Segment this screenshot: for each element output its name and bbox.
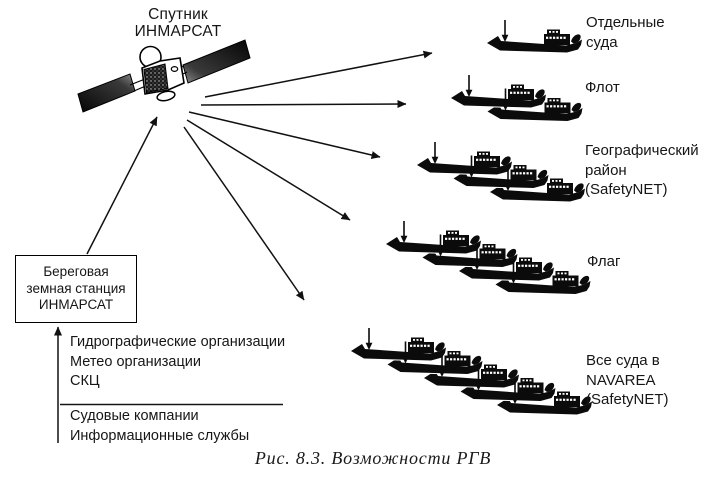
ship-icon — [350, 337, 447, 362]
coast-earth-station-box: Береговая земная станция ИНМАРСАТ — [15, 255, 137, 323]
left-solar-panel — [77, 73, 136, 113]
ship-icon — [486, 98, 584, 122]
station-box-line: Береговая — [43, 264, 109, 280]
ship-group-graphic — [350, 328, 593, 416]
info-providers-secondary: Судовые компании Информационные службы — [70, 407, 320, 446]
target-label-fleet: Флот — [585, 78, 620, 98]
message-drop-arrowhead — [473, 262, 481, 270]
ship-group-graphic — [385, 221, 592, 295]
ship-icon — [450, 84, 547, 109]
ship-icon — [496, 391, 593, 416]
info-provider-item: СКЦ — [70, 373, 100, 389]
right-solar-panel — [182, 39, 251, 84]
message-drop-arrowhead — [504, 183, 512, 191]
ship-icon — [386, 351, 484, 375]
ship-icon — [421, 244, 519, 268]
target-label-line: Флот — [585, 79, 620, 96]
message-drop-arrowhead — [365, 342, 373, 350]
message-drop-arrowhead — [400, 235, 408, 243]
ship-group-graphic — [416, 142, 586, 203]
target-label-all-ships-in-navarea: Все суда в NAVAREA (SafetyNET) — [586, 351, 669, 410]
target-label-flag: Флаг — [587, 252, 620, 272]
station-box-line: ИНМАРСАТ — [38, 297, 114, 313]
downlink-arrow-flag — [186, 119, 351, 221]
downlink-arrow-geographic-area — [188, 111, 381, 159]
message-drop-arrowhead — [468, 170, 475, 178]
ship-icon — [489, 178, 586, 203]
target-label-geographic-area: Географический район (SafetyNET) — [585, 141, 699, 200]
ship-group-individual-ships — [485, 4, 587, 57]
target-label-line: Отдельные — [586, 14, 665, 31]
ship-group-flag — [384, 205, 596, 299]
satellite-label: Спутник ИНМАРСАТ — [123, 6, 233, 40]
ship-group-fleet — [449, 59, 588, 126]
info-provider-item: Информационные службы — [70, 427, 250, 444]
satellite-porthole — [170, 65, 179, 72]
ship-icon — [452, 165, 550, 189]
satellite-body-front-face — [143, 63, 169, 94]
message-drop-arrowhead — [510, 276, 517, 284]
info-provider-item: Метео организации — [70, 353, 201, 370]
ship-group-geographic-area — [415, 126, 590, 206]
ship-icon — [459, 378, 557, 402]
ship-icon — [486, 29, 583, 54]
target-label-line: Все суда в — [586, 352, 660, 369]
target-label-line: (SafetyNET) — [585, 181, 668, 198]
message-drop-arrowhead — [511, 396, 519, 404]
message-drop-arrowhead — [501, 34, 509, 42]
message-drop-arrowhead — [475, 383, 482, 391]
target-label-line: Географический — [585, 142, 699, 159]
downlink-arrow-individual — [204, 50, 433, 98]
ship-icon — [458, 257, 555, 282]
ship-icon — [423, 364, 520, 389]
ship-group-graphic — [450, 75, 584, 122]
message-drop-arrowhead — [402, 356, 409, 364]
ship-icon — [494, 271, 592, 295]
target-label-line: район — [585, 161, 627, 179]
satellite-label-line: ИНМАРСАТ — [134, 23, 222, 40]
ship-group-all-ships-in-navarea — [349, 312, 597, 419]
station-box-line: земная станция — [26, 280, 126, 296]
antenna-dish — [156, 90, 176, 102]
target-label-individual-ships: Отдельные суда — [586, 13, 665, 52]
ship-icon — [416, 151, 513, 176]
message-drop-arrowhead — [465, 89, 473, 97]
message-drop-arrowhead — [431, 156, 439, 164]
target-label-line: суда — [586, 33, 618, 51]
figure-caption: Рис. 8.3. Возможности РГВ — [254, 448, 492, 468]
target-label-line: Флаг — [587, 253, 621, 270]
uplink-arrow — [86, 116, 158, 255]
message-drop-arrowhead — [502, 103, 509, 111]
ship-group-graphic — [486, 20, 583, 54]
message-drop-arrowhead — [438, 369, 446, 377]
info-provider-item: Гидрографические организации — [70, 334, 286, 350]
message-drop-arrowhead — [437, 249, 444, 257]
ship-icon — [385, 230, 482, 255]
target-label-line: (SafetyNET) — [586, 391, 669, 408]
inmarsat-satellite-illustration — [77, 39, 251, 113]
satellite-label-line: Спутник — [148, 6, 208, 23]
target-label-line: NAVAREA — [586, 371, 656, 389]
info-providers-primary: Гидрографические организации Метео орган… — [70, 333, 320, 392]
downlink-arrow-fleet — [200, 100, 407, 109]
downlink-arrow-navarea — [183, 126, 305, 301]
info-provider-item: Судовые компании — [70, 408, 199, 424]
